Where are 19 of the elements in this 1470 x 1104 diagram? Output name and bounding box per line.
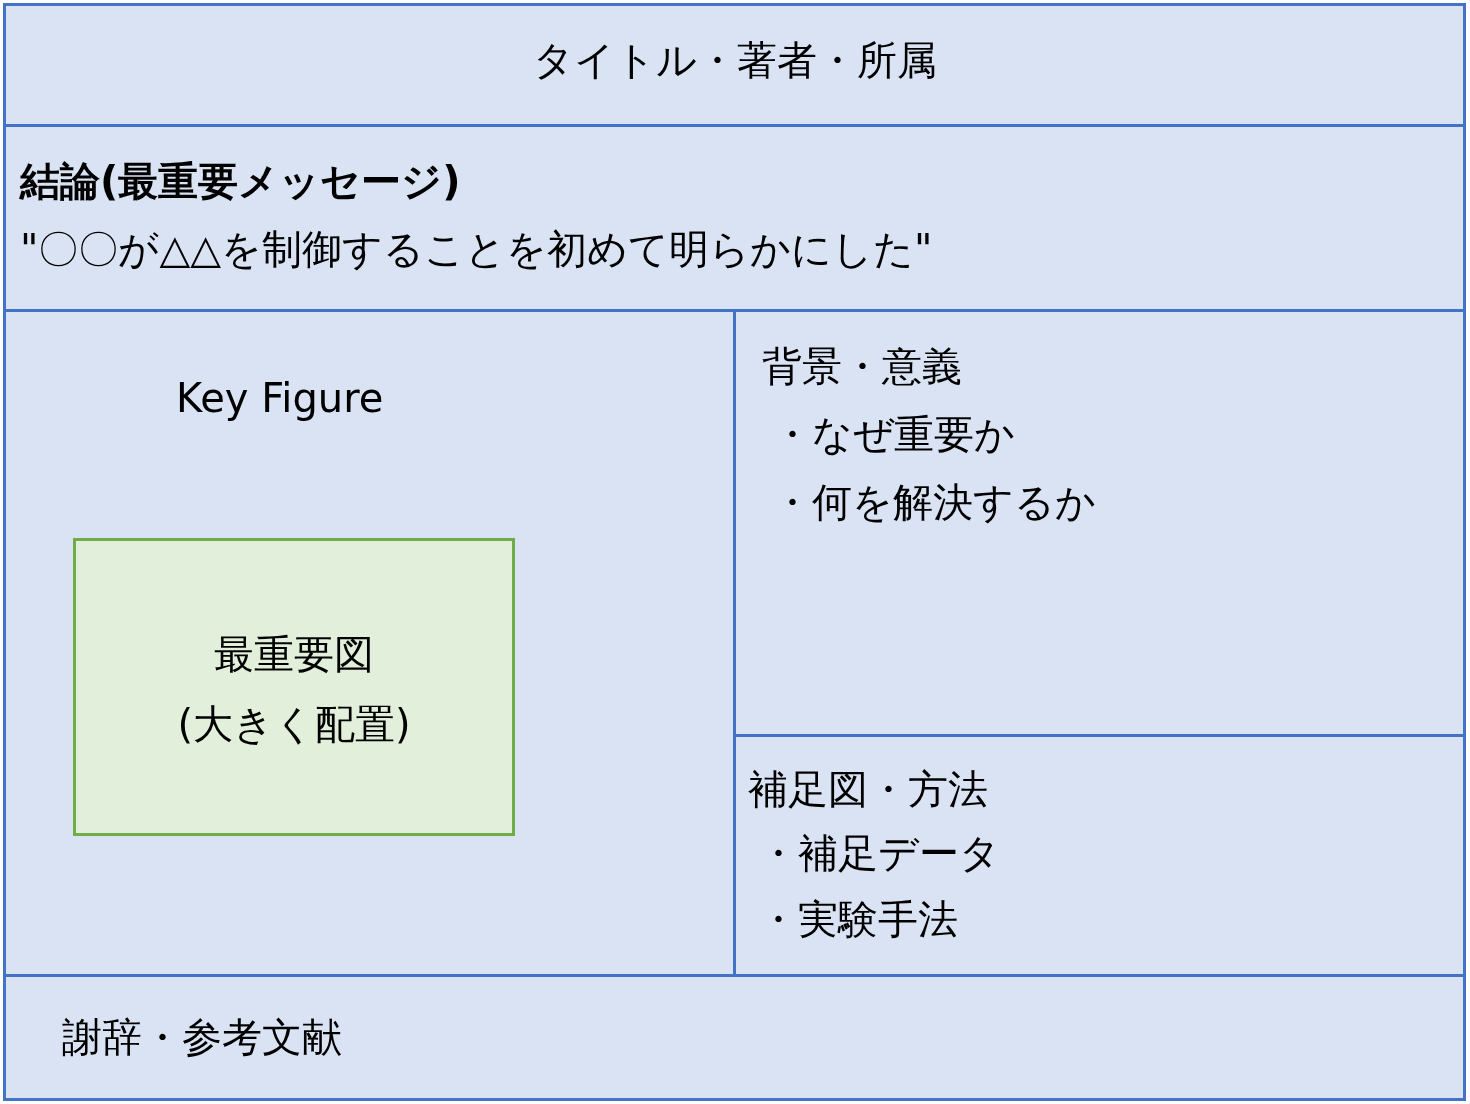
poster-title: タイトル・著者・所属 bbox=[531, 36, 938, 84]
acknowledgments-heading: 謝辞・参考文献 bbox=[62, 1013, 342, 1061]
figure-frame bbox=[73, 538, 515, 836]
bullet-text: ・補足データ bbox=[758, 829, 1000, 877]
key-figure-heading: Key Figure bbox=[176, 374, 384, 422]
background-panel bbox=[733, 309, 1466, 737]
methods-panel bbox=[733, 734, 1466, 977]
conclusion-panel bbox=[3, 124, 1466, 312]
bullet-text: ・何を解決するか bbox=[772, 478, 1096, 526]
bullet-text: ・実験手法 bbox=[758, 895, 958, 943]
acknowledgments-panel bbox=[3, 974, 1466, 1101]
conclusion-message: "〇〇が△△を制御することを初めて明らかにした" bbox=[20, 225, 933, 273]
title-panel bbox=[3, 3, 1466, 127]
section-heading: 背景・意義 bbox=[762, 342, 962, 390]
conclusion-heading: 結論(最重要メッセージ) bbox=[20, 157, 461, 205]
figure-caption: 最重要図 (大きく配置) bbox=[176, 630, 412, 749]
section-heading: 補足図・方法 bbox=[748, 765, 988, 813]
bullet-text: ・なぜ重要か bbox=[772, 410, 1015, 458]
key-figure-panel bbox=[3, 309, 736, 977]
